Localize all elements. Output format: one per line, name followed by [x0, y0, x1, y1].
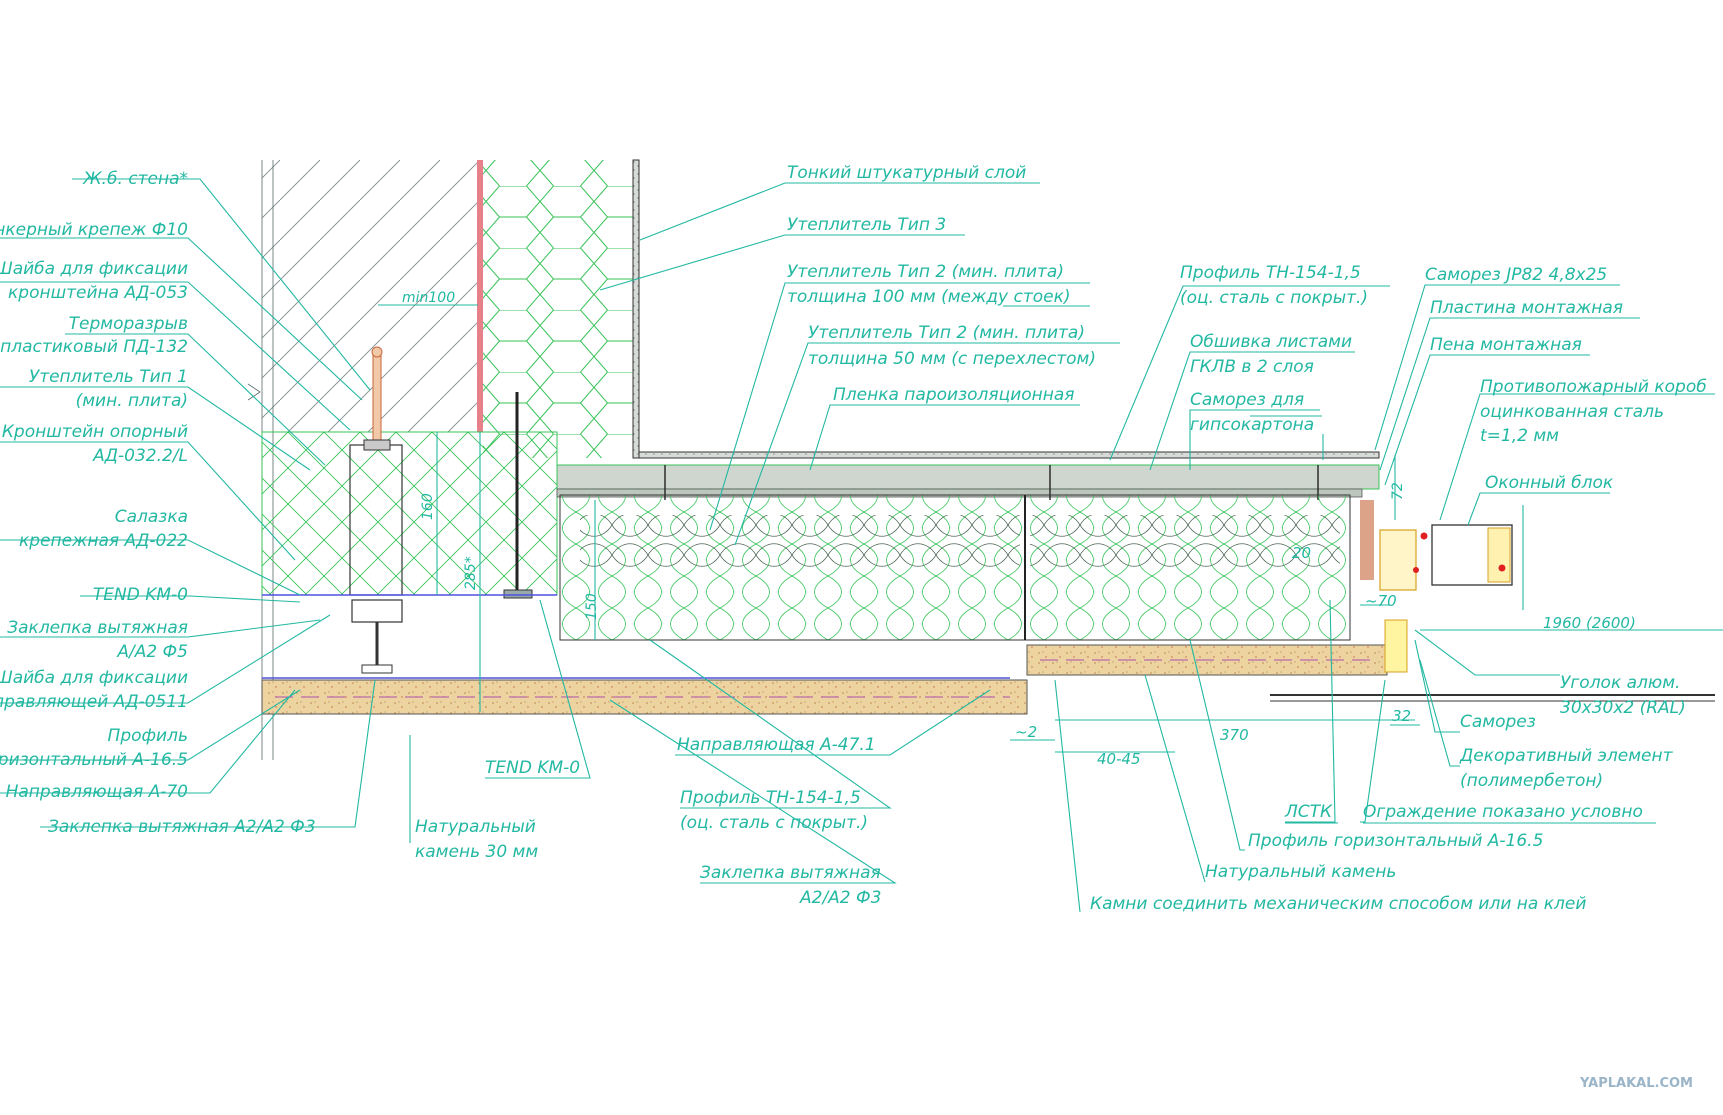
concrete-wall: [247, 160, 477, 760]
dim-150: 150: [584, 593, 600, 620]
dim-72: 72: [1390, 482, 1406, 500]
dimension-texts: min100 160 285* 150 20 72 ~70 1960 (2600…: [402, 290, 1636, 768]
label-lstk: ЛСТК: [1284, 802, 1333, 822]
label-support-bracket-2: АД-032.2/L: [92, 446, 188, 466]
label-rivet-f3-left: Заклепка вытяжная А2/А2 Ф3: [48, 817, 316, 837]
label-rivet-f3-bottom-1: Заклепка вытяжная: [700, 863, 881, 883]
thermal-break-strip: [477, 160, 483, 432]
label-underlines: [1003, 305, 1656, 824]
dim-min100: min100: [402, 290, 455, 306]
top-labels: Тонкий штукатурный слой Утеплитель Тип 3…: [787, 163, 1707, 493]
dim-285: 285*: [463, 556, 479, 590]
label-gklv-1: Обшивка листами: [1190, 332, 1352, 352]
label-guide-a70: Направляющая А-70: [6, 782, 188, 802]
tend-rod: [503, 392, 533, 599]
label-th154-top-1: Профиль TH-154-1,5: [1180, 263, 1361, 283]
label-mounting-foam: Пена монтажная: [1430, 335, 1582, 355]
label-th154-bottom-1: Профиль TH-154-1,5: [680, 788, 861, 808]
label-screw-jp82: Саморез JP82 4,8x25: [1425, 265, 1607, 285]
soffit-screws: [664, 465, 1319, 500]
label-washer-bracket-1: Шайба для фиксации: [0, 259, 188, 279]
label-decor-element-2: (полимербетон): [1460, 771, 1603, 791]
label-vapor-barrier: Пленка пароизоляционная: [833, 385, 1075, 405]
bottom-cladding: [261, 594, 1715, 715]
dim-370: 370: [1220, 726, 1249, 744]
label-alu-angle-2: 30x30x2 (RAL): [1560, 698, 1686, 718]
label-natural-stone: Натуральный камень: [1205, 862, 1396, 882]
label-guide-a471: Направляющая А-47.1: [677, 735, 876, 755]
label-insulation-type2-b1: Утеплитель Тип 2 (мин. плита): [808, 323, 1085, 343]
label-insulation-type2-a1: Утеплитель Тип 2 (мин. плита): [787, 262, 1064, 282]
label-washer-bracket-2: кронштейна АД-053: [8, 283, 188, 303]
dim-40-45: 40-45: [1097, 750, 1141, 768]
watermark: YAPLAKAL.COM: [1579, 1076, 1693, 1091]
label-fire-box-1: Противопожарный короб: [1480, 377, 1707, 397]
label-gklv-2: ГКЛВ в 2 слоя: [1190, 357, 1314, 377]
insulation-type2-panels: [559, 494, 1351, 641]
label-anchor: Анкерный крепеж Ф10: [0, 220, 188, 240]
bottom-labels: TEND KM-0 Натуральный камень 30 мм Напра…: [415, 673, 1686, 914]
dimension-lines: [378, 304, 1723, 753]
label-natural-stone-30-1: Натуральный: [415, 817, 536, 837]
label-th154-top-2: (оц. сталь с покрыт.): [1180, 288, 1368, 308]
label-drywall-screw-2: гипсокартона: [1190, 415, 1314, 435]
label-washer-guide-2: направляющей АД-0511: [0, 692, 188, 712]
leader-lines: [0, 178, 1715, 913]
label-alu-angle-1: Уголок алюм.: [1560, 673, 1680, 693]
label-insulation-type3: Утеплитель Тип 3: [787, 215, 946, 235]
insulation-type3: [483, 159, 640, 459]
label-washer-guide-1: Шайба для фиксации: [0, 668, 188, 688]
label-insulation-type2-a2: толщина 100 мм (между стоек): [787, 287, 1071, 307]
label-tend-km0-bottom: TEND KM-0: [485, 758, 580, 778]
dim-2: ~2: [1015, 723, 1037, 741]
label-fire-box-3: t=1,2 мм: [1480, 426, 1559, 446]
label-rivet-a2-1: Заклепка вытяжная: [7, 618, 188, 638]
label-rc-wall: Ж.б. стена*: [82, 169, 188, 189]
label-insulation-type1-2: (мин. плита): [76, 391, 188, 411]
label-profile-1: Профиль: [108, 726, 188, 746]
dim-70: ~70: [1365, 592, 1397, 610]
label-drywall-screw-1: Саморез для: [1190, 390, 1304, 410]
label-insulation-type1-1: Утеплитель Тип 1: [29, 367, 188, 387]
label-profile-2: горизонтальный А-16.5: [0, 750, 188, 770]
label-fence: Ограждение показано условно: [1363, 802, 1643, 822]
label-thermal-break-1: Терморазрыв: [69, 314, 188, 334]
label-fire-box-2: оцинкованная сталь: [1480, 402, 1664, 422]
label-slide-2: крепежная АД-022: [19, 531, 188, 551]
soffit-plaster: [556, 451, 1380, 498]
dim-1960: 1960 (2600): [1543, 614, 1636, 632]
anchor-bolt: [363, 346, 391, 451]
label-window-block: Оконный блок: [1485, 473, 1614, 493]
dim-160: 160: [420, 493, 436, 520]
label-join-stones: Камни соединить механическим способом ил…: [1090, 894, 1586, 914]
bracket-profile: [351, 599, 403, 674]
label-th154-bottom-2: (оц. сталь с покрыт.): [680, 813, 868, 833]
label-support-bracket-1: Кронштейн опорный: [2, 422, 188, 442]
label-natural-stone-30-2: камень 30 мм: [415, 842, 538, 862]
label-horizontal-profile: Профиль горизонтальный А-16.5: [1248, 831, 1543, 851]
label-slide-1: Салазка: [115, 507, 188, 527]
label-screw: Саморез: [1460, 712, 1536, 732]
left-labels: Ж.б. стена* Анкерный крепеж Ф10 Шайба дл…: [0, 169, 316, 837]
insulation-type1: [261, 431, 558, 596]
dim-20: 20: [1292, 544, 1311, 562]
label-insulation-type2-b2: толщина 50 мм (с перехлестом): [808, 349, 1096, 369]
label-mounting-plate: Пластина монтажная: [1430, 298, 1623, 318]
label-thermal-break-2: пластиковый ПД-132: [0, 337, 188, 357]
label-rivet-a2-2: А/А2 Ф5: [116, 642, 188, 662]
dim-32: 32: [1392, 707, 1411, 725]
label-thin-plaster: Тонкий штукатурный слой: [787, 163, 1026, 183]
window-block: [1360, 500, 1513, 591]
label-decor-element-1: Декоративный элемент: [1459, 746, 1674, 766]
label-tend-km0-left: TEND KM-0: [93, 585, 188, 605]
label-rivet-f3-bottom-2: А2/А2 Ф3: [799, 888, 881, 908]
